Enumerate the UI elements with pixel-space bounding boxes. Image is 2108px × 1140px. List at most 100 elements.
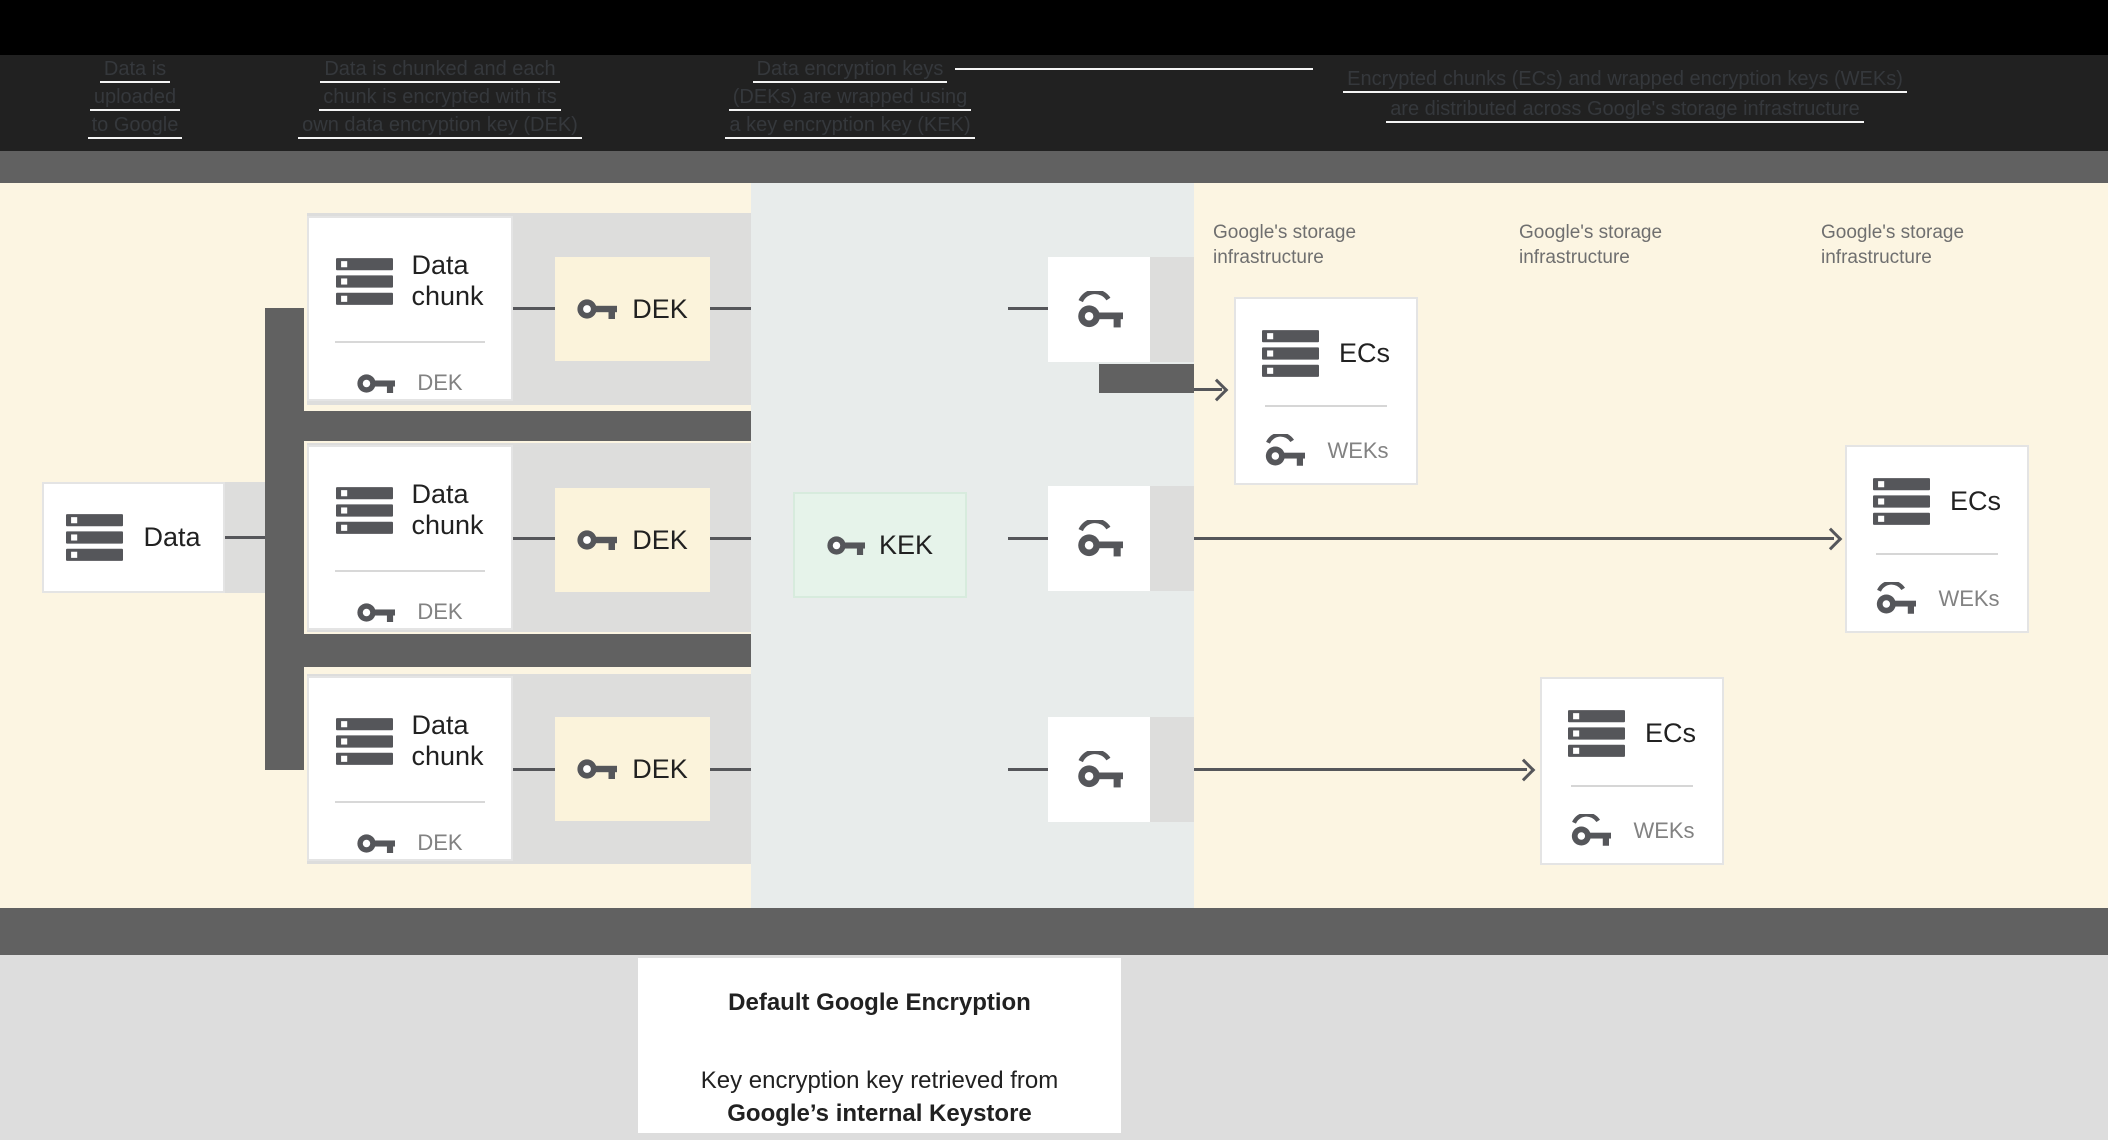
wrapped-key-icon xyxy=(1075,520,1123,558)
wrapped-key-icon xyxy=(1075,291,1123,329)
data-chunk-title: Data chunk xyxy=(411,710,484,771)
wrap-key-tab xyxy=(1150,717,1194,822)
storage-infrastructure-label: Google's storage infrastructure xyxy=(1519,222,1663,268)
ecs-card: ECs WEKs xyxy=(1234,297,1418,485)
ecs-sub-label: WEKs xyxy=(1633,817,1695,843)
key-icon xyxy=(827,535,865,556)
key-icon xyxy=(577,529,617,551)
caption-line-1: Key encryption key retrieved from xyxy=(700,1067,1059,1094)
data-chunk-title: Data chunk xyxy=(411,250,484,311)
header-top-bar xyxy=(0,0,2108,55)
header-step-2-line-1: Data is chunked and each xyxy=(320,58,560,83)
header-step-2-line-3: own data encryption key (DEK) xyxy=(298,114,582,139)
wrapped-key-icon xyxy=(1075,751,1123,789)
header-step-2-line-2: chunk is encrypted with its xyxy=(319,86,561,111)
arrow-line-row-2 xyxy=(1151,537,1834,540)
server-icon xyxy=(1873,478,1930,525)
wrap-key-card xyxy=(1048,486,1150,591)
key-icon xyxy=(357,602,395,623)
data-chunk-sub-label: DEK xyxy=(417,599,463,624)
header-step-4: Encrypted chunks (ECs) and wrapped encry… xyxy=(1295,64,1955,124)
header-step-1-line-1: Data is xyxy=(99,58,171,83)
bottom-gray-band xyxy=(0,908,2108,955)
branch-band-1 xyxy=(265,411,751,441)
kek-box-label: KEK xyxy=(878,529,934,560)
caption-line-2: Google’s internal Keystore xyxy=(727,1100,1032,1127)
ecs-title: ECs xyxy=(1644,718,1696,748)
dek-box-label: DEK xyxy=(632,524,688,555)
header-step-3-line-1: Data encryption keys xyxy=(752,58,948,83)
ecs-card: ECs WEKs xyxy=(1540,677,1724,865)
server-icon xyxy=(1262,330,1319,377)
card-divider xyxy=(1571,785,1693,787)
branch-band-2 xyxy=(265,634,751,667)
ecs-title: ECs xyxy=(1949,486,2001,516)
connector-line xyxy=(710,768,751,771)
key-icon xyxy=(357,833,395,854)
card-divider xyxy=(1876,553,1998,555)
server-icon xyxy=(66,514,123,561)
storage-infrastructure-label: Google's storage infrastructure xyxy=(1213,222,1357,268)
dek-box-label: DEK xyxy=(632,753,688,784)
data-box: Data xyxy=(42,482,225,593)
caption-box: Default Google Encryption Key encryption… xyxy=(638,958,1121,1133)
server-icon xyxy=(336,718,393,765)
server-icon xyxy=(336,258,393,305)
chunk-branch-vertical-bar xyxy=(265,308,304,770)
connector-line xyxy=(513,768,555,771)
data-chunk-card: Data chunk DEK xyxy=(307,216,513,401)
wrap-key-tab xyxy=(1150,257,1194,362)
wrap-key-card xyxy=(1048,717,1150,822)
header-caption-strip: Data is uploaded to Google Data is chunk… xyxy=(0,55,2108,151)
wrap-key-tab xyxy=(1150,486,1194,591)
server-icon xyxy=(1568,710,1625,757)
wrapped-key-icon xyxy=(1263,434,1305,467)
top-gray-band xyxy=(0,151,2108,183)
data-chunk-card: Data chunk DEK xyxy=(307,445,513,630)
header-step-1-line-3: to Google xyxy=(87,114,183,139)
card-divider xyxy=(1265,405,1387,407)
ecs-card: ECs WEKs xyxy=(1845,445,2029,633)
caption-title: Default Google Encryption xyxy=(728,989,1031,1016)
header-step-3: Data encryption keys (DEKs) are wrapped … xyxy=(720,55,980,139)
card-divider xyxy=(335,341,485,343)
ecs-sub-label: WEKs xyxy=(1938,585,2000,611)
card-divider xyxy=(335,801,485,803)
data-chunk-card: Data chunk DEK xyxy=(307,676,513,861)
connector-line xyxy=(1008,537,1048,540)
dek-box: DEK xyxy=(555,488,710,592)
data-chunk-sub-label: DEK xyxy=(417,830,463,855)
dek-box-label: DEK xyxy=(632,293,688,324)
arrow-line-row-1 xyxy=(1194,388,1222,391)
arrow-line-row-3 xyxy=(1151,768,1527,771)
connector-line xyxy=(225,536,265,539)
ecs-sub-label: WEKs xyxy=(1327,437,1389,463)
wrapped-key-band-row-1 xyxy=(1099,364,1194,393)
header-divider-line xyxy=(955,68,1313,70)
data-chunk-title: Data chunk xyxy=(411,479,484,540)
ecs-title: ECs xyxy=(1338,338,1390,368)
header-step-3-line-3: a key encryption key (KEK) xyxy=(725,114,975,139)
wrapped-key-icon xyxy=(1569,814,1611,847)
header-step-1-line-2: uploaded xyxy=(89,86,181,111)
header-step-1: Data is uploaded to Google xyxy=(35,55,235,139)
connector-line xyxy=(710,537,751,540)
key-icon xyxy=(577,758,617,780)
key-icon xyxy=(357,373,395,394)
header-step-4-line-1: Encrypted chunks (ECs) and wrapped encry… xyxy=(1343,68,1907,93)
data-chunk-sub-label: DEK xyxy=(417,370,463,395)
card-divider xyxy=(335,570,485,572)
header-step-2: Data is chunked and each chunk is encryp… xyxy=(280,55,600,139)
data-box-label: Data xyxy=(143,522,201,552)
kek-box: KEK xyxy=(793,492,967,598)
connector-line xyxy=(1008,768,1048,771)
wrap-key-card xyxy=(1048,257,1150,362)
wrapped-key-icon xyxy=(1874,582,1916,615)
connector-line xyxy=(1008,307,1048,310)
server-icon xyxy=(336,487,393,534)
dek-box: DEK xyxy=(555,717,710,821)
connector-line xyxy=(710,307,751,310)
dek-box: DEK xyxy=(555,257,710,361)
key-icon xyxy=(577,298,617,320)
